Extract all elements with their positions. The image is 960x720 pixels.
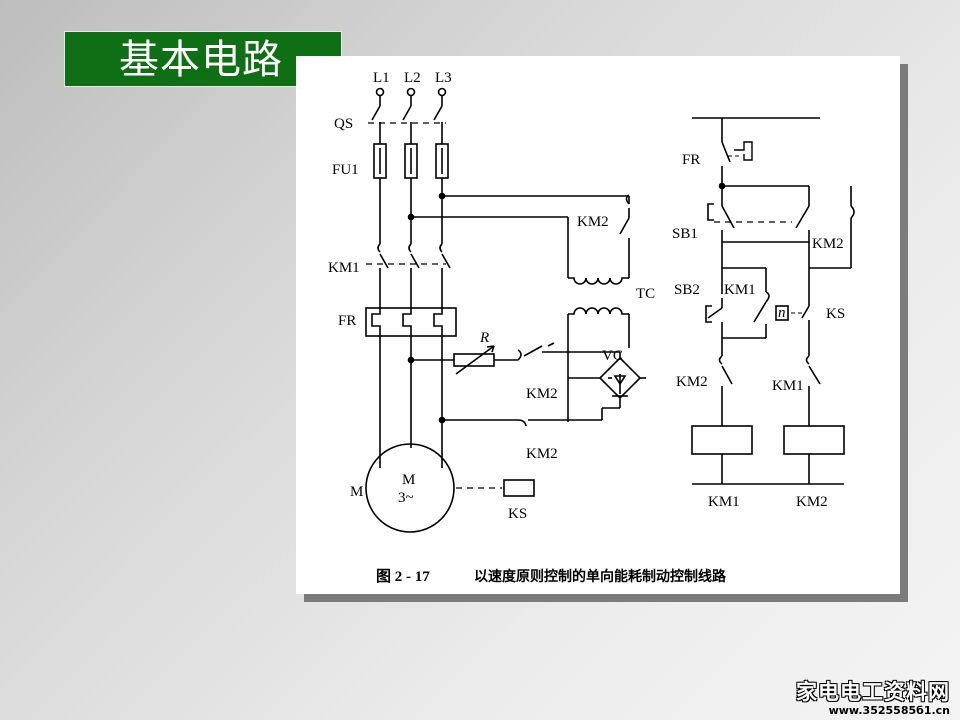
- label-fr-ctrl: FR: [682, 152, 700, 168]
- label-motor-inner: M: [402, 472, 415, 488]
- label-km1-interlock: KM1: [772, 378, 804, 394]
- label-r: R: [479, 330, 489, 346]
- label-sb1: SB1: [672, 226, 698, 242]
- watermark-url: www.3525585б1.cn: [828, 704, 950, 717]
- label-motor-phase: 3~: [398, 490, 414, 506]
- slide-title: 基本电路: [64, 31, 342, 87]
- label-vc: VC: [602, 348, 623, 364]
- label-km1-main: KM1: [328, 260, 360, 276]
- label-km1-hold: KM1: [724, 282, 756, 298]
- label-n: n: [778, 305, 786, 321]
- label-ks-ctrl: KS: [826, 306, 845, 322]
- label-km2-low: KM2: [526, 446, 558, 462]
- label-l3: L3: [435, 70, 452, 86]
- label-km2-interlock: KM2: [676, 374, 708, 390]
- label-ks-motor: KS: [508, 506, 527, 522]
- figure-caption-number: 图 2 - 17: [376, 568, 430, 585]
- watermark: 家电电工资料网 www.3525585б1.cn: [796, 676, 950, 717]
- figure-caption-text: 以速度原则控制的单向能耗制动控制线路: [474, 568, 727, 585]
- label-sb2: SB2: [674, 282, 700, 298]
- circuit-diagram: L1 L2 L3 QS FU1 KM1 FR M M 3~ KS KM2 TC …: [328, 70, 855, 585]
- label-motor: M: [350, 484, 363, 500]
- label-km2-hold: KM2: [812, 236, 844, 252]
- label-km2-top: KM2: [577, 214, 609, 230]
- label-fu1: FU1: [332, 162, 359, 178]
- label-qs: QS: [334, 116, 353, 132]
- label-l1: L1: [373, 70, 390, 86]
- label-l2: L2: [404, 70, 421, 86]
- watermark-title: 家电电工资料网: [796, 680, 950, 704]
- label-km2-coil: KM2: [796, 494, 828, 510]
- label-km1-coil: KM1: [708, 494, 740, 510]
- label-fr-main: FR: [338, 313, 356, 329]
- label-km2-mid: KM2: [526, 386, 558, 402]
- label-tc: TC: [636, 286, 655, 302]
- circuit-figure: L1 L2 L3 QS FU1 KM1 FR M M 3~ KS KM2 TC …: [296, 56, 900, 594]
